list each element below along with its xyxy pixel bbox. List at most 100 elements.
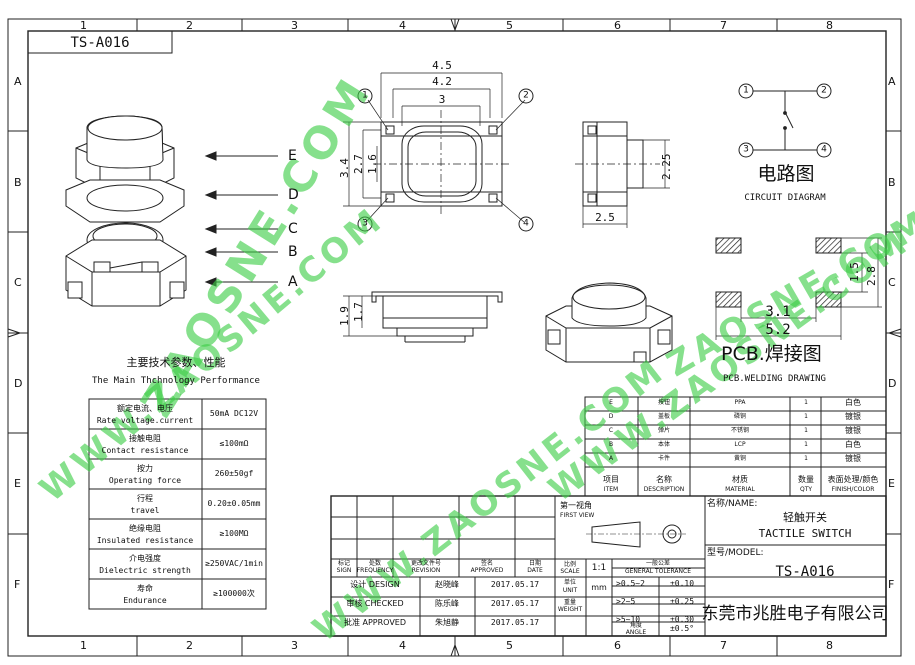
pcb-dim-2-8: 2.8: [865, 266, 878, 286]
tolerance-value: ±0.10: [669, 579, 695, 588]
pin-1-label: 1: [362, 90, 368, 101]
circuit-pin-4: 4: [821, 144, 827, 155]
spec-name-en: Dielectric strength: [99, 566, 191, 575]
col-label-3-bottom: 3: [291, 639, 298, 652]
bom-name: 本体: [657, 441, 671, 448]
revision-header-cn: 日期: [528, 560, 542, 567]
bom-header-qty-cn: 数量: [798, 475, 814, 484]
bom-finish: 白色: [845, 398, 861, 407]
bom-item: E: [609, 399, 613, 406]
company-name: 东莞市兆胜电子有限公司: [701, 604, 889, 624]
bom-finish: 镀银: [845, 426, 861, 435]
approval-role: 批准 APPROVED: [343, 618, 407, 627]
scale-value: 1:1: [591, 563, 607, 573]
bom-finish: 镀银: [845, 454, 861, 463]
col-label-3: 3: [291, 19, 298, 32]
row-label-a: A: [14, 75, 22, 88]
dim-height-3-4: 3.4: [338, 158, 351, 178]
spec-name-cn: 寿命: [137, 584, 153, 593]
circuit-subtitle: CIRCUIT DIAGRAM: [744, 193, 826, 203]
approval-role: 设计 DESIGN: [350, 580, 400, 589]
angle-tolerance: ±0.5°: [669, 624, 695, 633]
unit-label-en: UNIT: [562, 587, 578, 594]
col-label-8-bottom: 8: [826, 639, 833, 652]
angle-label-en: ANGLE: [625, 629, 647, 636]
col-label-7: 7: [720, 19, 727, 32]
approval-name: 陈乐峰: [435, 599, 459, 608]
dim-side-width: 2.5: [595, 211, 615, 224]
model-label: 型号/MODEL:: [707, 548, 764, 558]
pcb-title: PCB.焊接图: [721, 343, 822, 365]
first-view-cn: 第一视角: [560, 501, 592, 510]
bom-name: 弹片: [657, 427, 671, 434]
spec-name-cn: 介电强度: [129, 554, 161, 563]
tolerance-value: ±0.25: [669, 597, 695, 606]
dim-height-2-7: 2.7: [352, 154, 365, 174]
bom-qty: 1: [804, 399, 808, 406]
spec-value: 260±50gf: [214, 469, 254, 478]
approval-date: 2017.05.17: [490, 618, 540, 627]
bom-item: D: [608, 413, 614, 420]
tolerance-range: >2~5: [616, 597, 636, 606]
circuit-pin-3: 3: [743, 144, 749, 155]
exploded-label-b: B: [288, 244, 298, 260]
revision-header-cn: 更改文件号: [410, 560, 442, 567]
bom-qty: 1: [804, 427, 808, 434]
bom-name: 卡件: [657, 455, 671, 462]
spec-value: ≥100000次: [213, 589, 255, 598]
dim-front-1-7: 1.7: [352, 302, 365, 322]
exploded-label-a: A: [288, 274, 298, 290]
spec-name-en: travel: [130, 506, 160, 515]
tolerance-title-en: GENERAL TOLERANCE: [624, 568, 692, 575]
name-label: 名称/NAME:: [707, 499, 758, 509]
revision-header-en: SIGN: [336, 567, 352, 574]
bom-finish: 白色: [845, 440, 861, 449]
row-label-d: D: [14, 377, 23, 390]
bom-header-name-cn: 名称: [656, 475, 672, 484]
row-label-f-right: F: [888, 578, 895, 591]
dim-front-1-9: 1.9: [338, 306, 351, 326]
unit-label-cn: 单位: [563, 579, 577, 586]
col-label-2: 2: [186, 19, 193, 32]
pin-3-label: 3: [362, 218, 368, 229]
bom-qty: 1: [804, 455, 808, 462]
revision-header-cn: 标记: [337, 560, 351, 567]
spec-value: ≥250VAC/1min: [205, 559, 263, 568]
weight-label-en: WEIGHT: [557, 606, 583, 613]
dim-height-1-6: 1.6: [366, 154, 379, 174]
weight-label-cn: 重量: [563, 599, 577, 606]
col-label-2-bottom: 2: [186, 639, 193, 652]
dim-width-4-2: 4.2: [432, 75, 452, 88]
spec-value: ≤100mΩ: [219, 439, 249, 448]
bom-header-name-en: DESCRIPTION: [643, 486, 685, 493]
pcb-subtitle: PCB.WELDING DRAWING: [723, 374, 826, 384]
bom-header-material-en: MATERIAL: [725, 486, 755, 493]
spec-name-cn: 行程: [137, 494, 153, 503]
product-name-cn: 轻触开关: [783, 511, 827, 524]
revision-header-en: REVISION: [411, 567, 441, 574]
bom-material: 黄铜: [733, 455, 747, 462]
spec-value: ≥100MΩ: [219, 529, 249, 538]
spec-title-cn: 主要技术参数、性能: [126, 356, 226, 369]
col-label-4-bottom: 4: [399, 639, 406, 652]
spec-name-en: Insulated resistance: [96, 536, 194, 545]
spec-value: 50mA DC12V: [209, 409, 259, 418]
spec-name-cn: 绝缘电阻: [129, 524, 161, 533]
model-number: TS-A016: [775, 564, 835, 580]
scale-label-cn: 比例: [563, 561, 577, 568]
bom-header-finish-cn: 表面处理/颜色: [827, 475, 879, 484]
bom-header-finish-en: FINISH/COLOR: [831, 486, 875, 493]
col-label-5: 5: [506, 19, 513, 32]
col-label-8: 8: [826, 19, 833, 32]
dim-side-height: 2.25: [660, 153, 673, 181]
tolerance-range: >0.5~2: [616, 579, 645, 588]
pin-2-label: 2: [523, 90, 529, 101]
spec-name-cn: 按力: [137, 464, 153, 473]
row-label-c: C: [14, 276, 22, 289]
product-name-en: TACTILE SWITCH: [758, 527, 852, 540]
row-label-d-right: D: [888, 377, 897, 390]
pcb-dim-1-5: 1.5: [848, 262, 861, 282]
spec-title-en: The Main Thchnology Performance: [92, 376, 260, 386]
row-label-c-right: C: [888, 276, 896, 289]
